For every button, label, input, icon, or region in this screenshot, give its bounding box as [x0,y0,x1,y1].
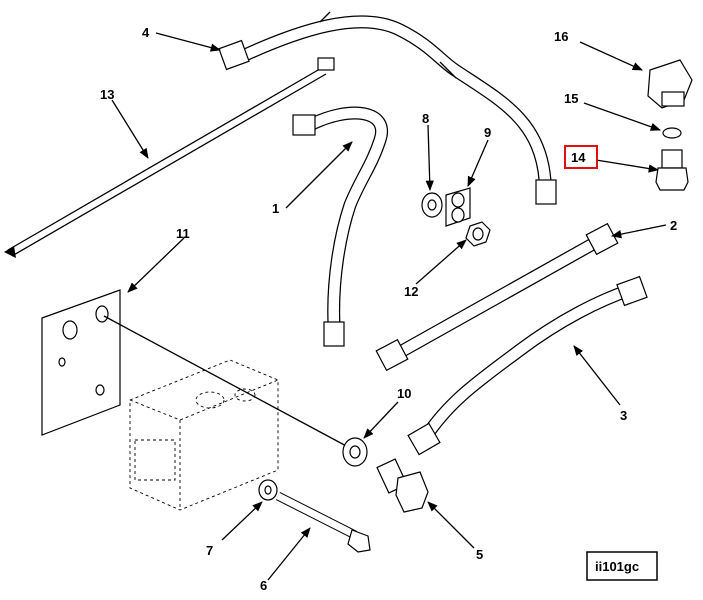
callout-5: 5 [476,547,483,562]
elbow-fitting-part-16 [647,59,693,109]
callout-13: 13 [100,87,114,102]
callout-9: 9 [484,125,491,140]
callout-14: 14 [571,150,586,165]
callout-4: 4 [142,25,150,40]
tie-strap-part-13 [4,57,335,258]
hose-part-1 [292,106,388,347]
clamp-parts-8-9-12 [421,187,491,247]
washer-part-10 [342,437,368,467]
bolt-part-6 [275,491,371,553]
callout-1: 1 [272,201,279,216]
callout-16: 16 [554,29,568,44]
callout-7: 7 [206,543,213,558]
callout-6: 6 [260,578,267,593]
callout-10: 10 [397,386,411,401]
bolt-part-5 [376,458,429,513]
figure-id-label: ii101gc [595,559,639,574]
valve-block-outline [129,359,279,511]
o-ring-part-15 [662,127,682,139]
callout-14-highlight[interactable]: 14 [564,145,598,169]
callout-2: 2 [670,218,677,233]
highlight-box [564,145,598,169]
hose-part-2 [375,222,619,372]
hose-part-3 [407,275,648,456]
callout-3: 3 [620,408,627,423]
washer-part-7 [258,479,278,501]
mounting-plate-part-11 [41,289,121,436]
hose-part-4 [218,11,557,205]
callout-8: 8 [422,111,429,126]
leader-arrows [111,32,667,581]
figure-id-box: ii101gc [586,551,658,581]
callout-11: 11 [176,226,190,241]
callout-15: 15 [564,91,578,106]
callout-12: 12 [404,284,418,299]
adapter-part-14 [655,149,689,191]
